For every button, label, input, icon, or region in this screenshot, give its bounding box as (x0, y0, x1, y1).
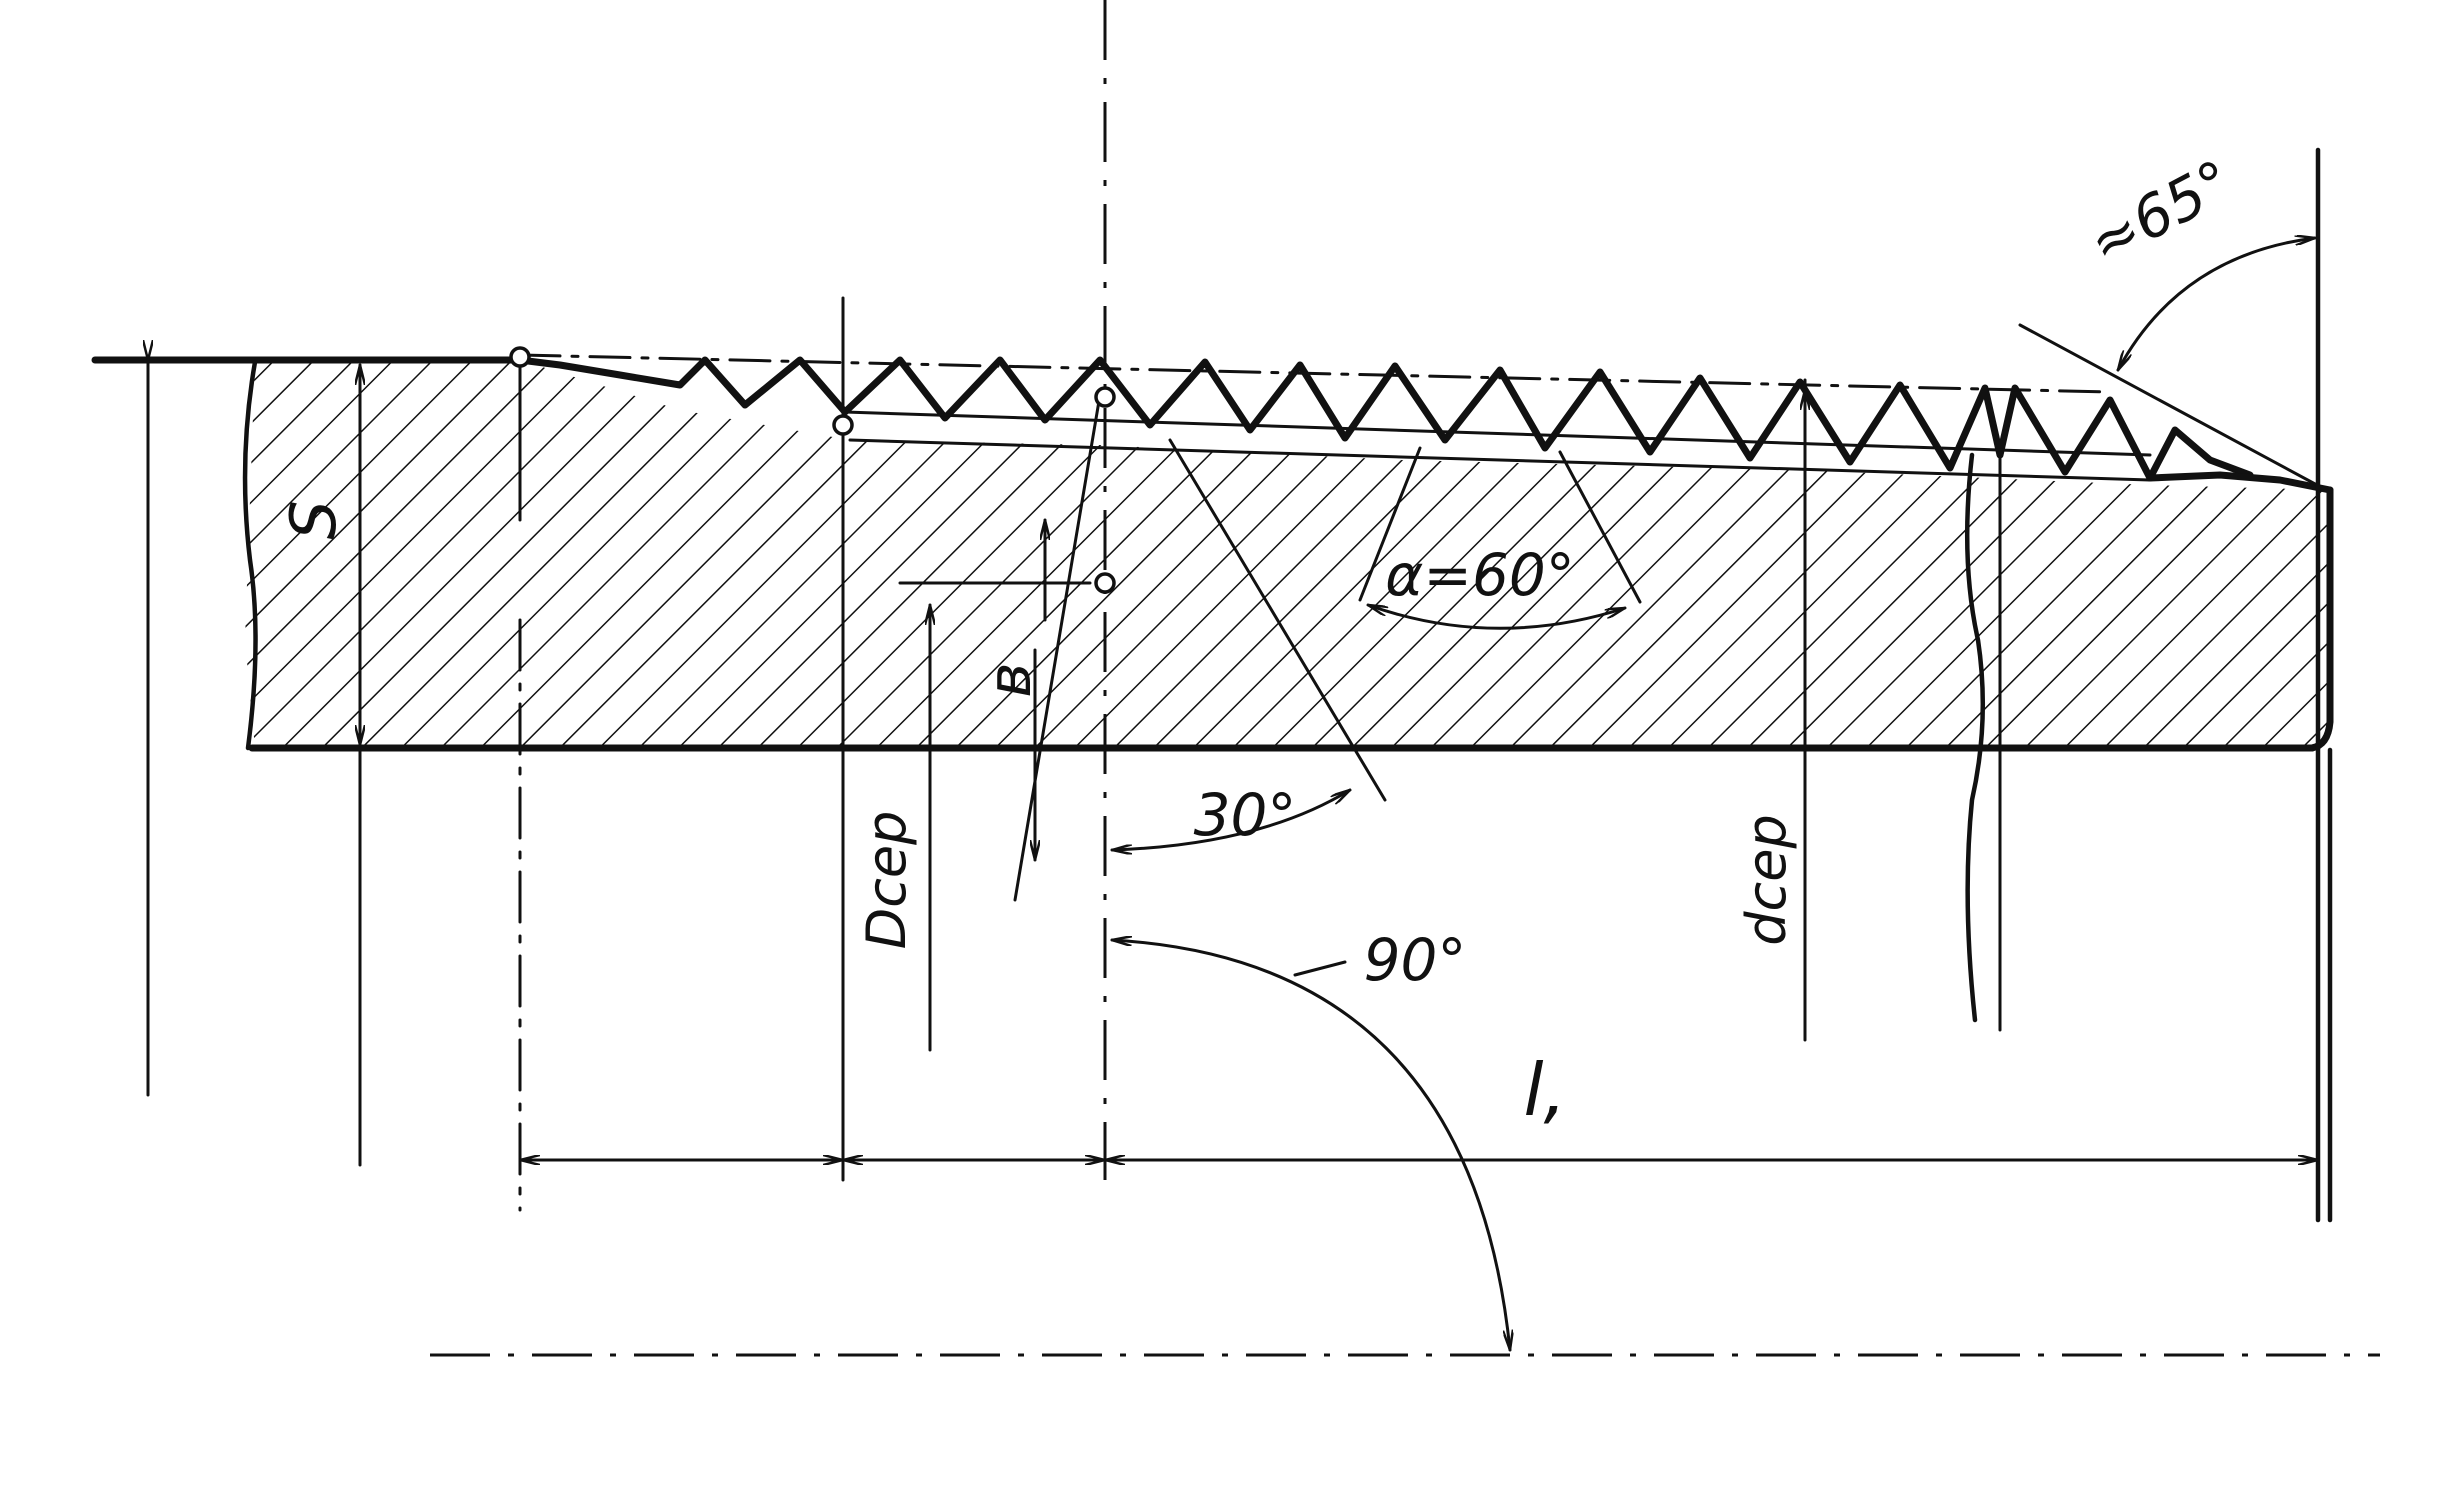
alpha-flank-left (1358, 446, 1422, 602)
half-angle-label: 30° (1194, 781, 1297, 849)
d-mean-external-label: dсер (1735, 814, 1798, 945)
taper-angle-arc (2116, 238, 2317, 372)
ref-point-3 (1094, 386, 1116, 408)
right-angle-leader (1293, 960, 1347, 977)
s-label: S (277, 500, 350, 539)
thread-profile (516, 356, 2254, 482)
half-angle-arc (1110, 788, 1352, 850)
thread-angle-label: α=60° (1385, 541, 1575, 609)
pitch-taper-line (843, 410, 2152, 457)
alpha-flank-right (1558, 450, 1642, 604)
right-angle-label: 90° (1364, 926, 1467, 994)
pipe-wall-section (245, 360, 2330, 748)
chamfer-line (2018, 323, 2332, 494)
right-angle-arc (1110, 940, 1510, 1352)
length-label: l, (1524, 1048, 1567, 1132)
ref-point-1 (509, 346, 531, 368)
crest-taper-line (518, 353, 2112, 394)
flank-line-2 (1168, 438, 1387, 802)
root-taper-line (848, 438, 2152, 482)
ref-point-4 (1094, 572, 1116, 594)
d-mean-internal-label: Dсер (855, 811, 918, 950)
ref-point-2 (832, 414, 854, 436)
thread-root-chamfer (2146, 471, 2334, 494)
b-label: в (975, 662, 1045, 697)
wall-break-line (1964, 452, 1986, 1023)
right-end-face (2308, 486, 2334, 752)
left-break-edge (242, 359, 258, 751)
flank-line (1013, 393, 1102, 902)
taper-angle-label: ≈65° (2078, 147, 2244, 278)
alpha-arc (1366, 603, 1627, 630)
